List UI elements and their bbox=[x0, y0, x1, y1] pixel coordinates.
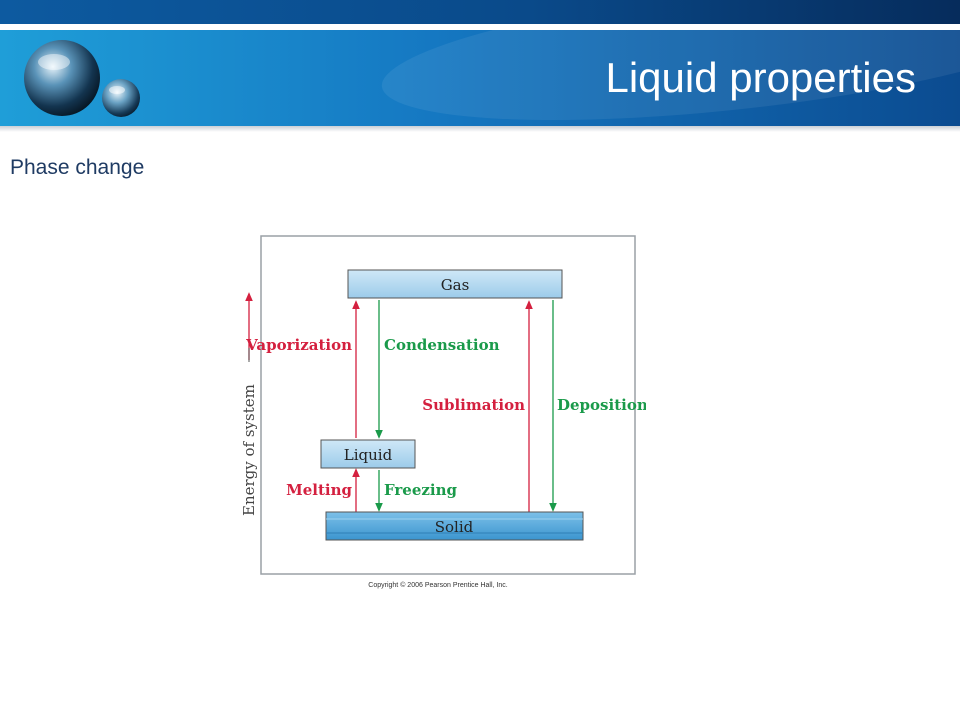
slide-title: Liquid properties bbox=[605, 54, 916, 101]
strip-gap bbox=[0, 24, 960, 30]
liquid-box bbox=[320, 439, 416, 469]
large-globe bbox=[24, 40, 100, 116]
solid-label: Solid bbox=[435, 518, 474, 536]
large-globe-shine bbox=[38, 54, 70, 70]
slide-subtitle: Phase change bbox=[10, 156, 145, 179]
deposition-label: Deposition bbox=[557, 396, 646, 414]
copyright-note: Copyright © 2006 Pearson Prentice Hall, … bbox=[368, 581, 507, 589]
energy-axis-label: Energy of system bbox=[240, 384, 258, 516]
vaporization-label: Vaporization bbox=[245, 336, 352, 354]
top-strip bbox=[0, 0, 960, 24]
melting-label: Melting bbox=[286, 481, 352, 499]
gas-label: Gas bbox=[441, 276, 470, 294]
solid-box bbox=[325, 511, 584, 541]
header-shadow bbox=[0, 126, 960, 132]
header-band bbox=[0, 30, 960, 126]
gas-box bbox=[347, 269, 563, 299]
condensation-label: Condensation bbox=[384, 336, 500, 354]
globe-logo-icon bbox=[24, 40, 140, 117]
sublimation-label: Sublimation bbox=[422, 396, 525, 414]
small-globe bbox=[102, 79, 140, 117]
liquid-label: Liquid bbox=[344, 446, 393, 464]
freezing-label: Freezing bbox=[384, 481, 457, 499]
small-globe-shine bbox=[109, 86, 125, 94]
phase-change-diagram: Energy of system Gas Liquid Solid Vapori… bbox=[240, 235, 646, 589]
